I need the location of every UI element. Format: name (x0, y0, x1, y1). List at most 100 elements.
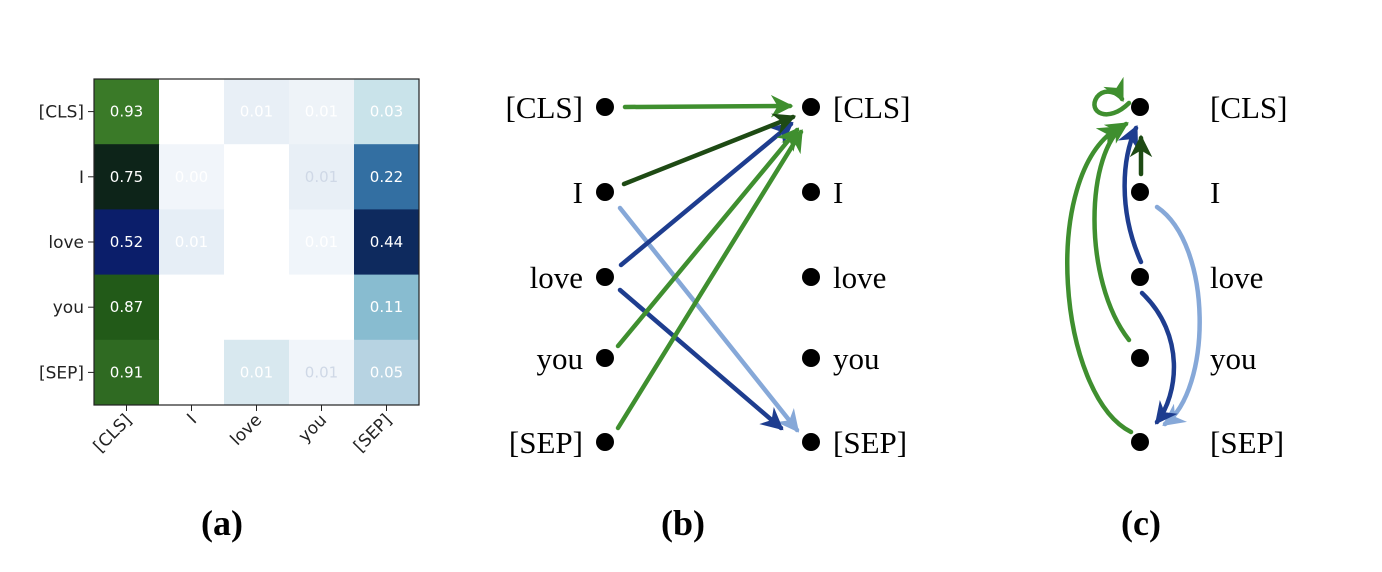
y-tick-label: I (79, 168, 84, 188)
left-token-label: [SEP] (509, 425, 583, 460)
heatmap-cell (354, 274, 420, 341)
heatmap-cell (224, 79, 290, 145)
token-label: you (1210, 341, 1257, 376)
left-token-label: [CLS] (506, 90, 584, 125)
heatmap-cell-value: 0.44 (370, 233, 403, 251)
heatmap-cell-value: 0.05 (370, 363, 403, 381)
heatmap-cell-value: 0.91 (110, 363, 143, 381)
heatmap-cell (94, 274, 160, 341)
y-tick-label: you (53, 298, 84, 318)
x-tick-label: love (227, 410, 266, 449)
heatmap-cell (224, 339, 290, 406)
right-node (802, 433, 820, 451)
heatmap-cell-value: 0.52 (110, 233, 143, 251)
y-tick-label: [SEP] (39, 363, 84, 383)
right-node (802, 349, 820, 367)
token-label: love (1210, 260, 1263, 295)
left-token-label: love (530, 260, 583, 295)
heatmap-cell-value: 0.87 (110, 298, 143, 316)
node (1131, 183, 1149, 201)
x-tick-label: [SEP] (350, 410, 396, 456)
panel-b-edges (615, 94, 804, 433)
right-node (802, 98, 820, 116)
heatmap-cell (159, 144, 225, 210)
heatmap-cell-value: 0.75 (110, 168, 143, 186)
heatmap-cell-value: 0.01 (240, 363, 273, 381)
node (1131, 98, 1149, 116)
right-node (802, 268, 820, 286)
y-tick-label: love (48, 233, 84, 253)
arc-edge (1154, 204, 1202, 427)
heatmap-cell (224, 209, 290, 276)
edge-arrow (615, 127, 800, 349)
left-node (596, 268, 614, 286)
edge-arrow (622, 94, 794, 118)
arc-edge (1065, 125, 1134, 435)
left-node (596, 433, 614, 451)
heatmap-cell (159, 209, 225, 276)
x-tick-label: [CLS] (90, 410, 136, 456)
heatmap-cell (354, 209, 420, 276)
heatmap-cell (94, 209, 160, 276)
heatmap-cell-value: 0.11 (370, 298, 403, 316)
heatmap-cell-value: 0.01 (305, 168, 338, 186)
panel-a-label: (a) (201, 503, 243, 543)
heatmap-cell (224, 144, 290, 210)
right-token-label: I (833, 175, 843, 210)
arc-edge (1092, 121, 1132, 343)
heatmap-cell (289, 209, 355, 276)
node (1131, 433, 1149, 451)
x-tick-label: I (183, 410, 201, 428)
heatmap-cell (289, 274, 355, 341)
left-token-label: I (573, 175, 583, 210)
heatmap-cell (354, 144, 420, 210)
edge-arrow (615, 129, 804, 431)
heatmap-cell (94, 339, 160, 406)
heatmap-cell-value: 0.03 (370, 103, 403, 121)
arc-edge (1092, 76, 1132, 117)
left-token-label: you (537, 341, 584, 376)
heatmap-cell (289, 144, 355, 210)
heatmap-cell-value: 0.01 (305, 233, 338, 251)
panel-c-edges (1065, 76, 1202, 435)
edge-arrow (621, 113, 797, 187)
token-label: [SEP] (1210, 425, 1284, 460)
left-node (596, 98, 614, 116)
x-tick-label: you (295, 410, 331, 446)
edge-arrow (617, 205, 800, 433)
right-node (802, 183, 820, 201)
heatmap-cell-value: 0.93 (110, 103, 143, 121)
token-label: [CLS] (1210, 90, 1288, 125)
left-node (596, 349, 614, 367)
right-token-label: [CLS] (833, 90, 911, 125)
right-token-label: you (833, 341, 880, 376)
node (1131, 349, 1149, 367)
heatmap-cell (159, 339, 225, 406)
token-label: I (1210, 175, 1220, 210)
right-token-label: love (833, 260, 886, 295)
attention-heatmap: 0.93 0.01 0.01 0.03 0.75 0.00 0.01 0.22 0.52 0.01… (93, 78, 420, 406)
heatmap-cell (289, 79, 355, 145)
heatmap-cell-value: 0.01 (175, 233, 208, 251)
heatmap-cell (159, 274, 225, 341)
right-token-label: [SEP] (833, 425, 907, 460)
heatmap-cell-value: 0.01 (305, 363, 338, 381)
heatmap-cell (354, 339, 420, 406)
heatmap-cell-value: 0.00 (175, 168, 208, 186)
heatmap-cell-value: 0.01 (240, 103, 273, 121)
left-node (596, 183, 614, 201)
arc-edge (1139, 290, 1178, 425)
heatmap-cell (354, 79, 420, 145)
panel-c-label: (c) (1121, 503, 1161, 543)
heatmap-cell-value: 0.22 (370, 168, 403, 186)
heatmap-cell (94, 144, 160, 210)
edge-arrow (618, 121, 794, 268)
panel-b-label: (b) (661, 503, 705, 543)
heatmap-cell (94, 79, 160, 145)
